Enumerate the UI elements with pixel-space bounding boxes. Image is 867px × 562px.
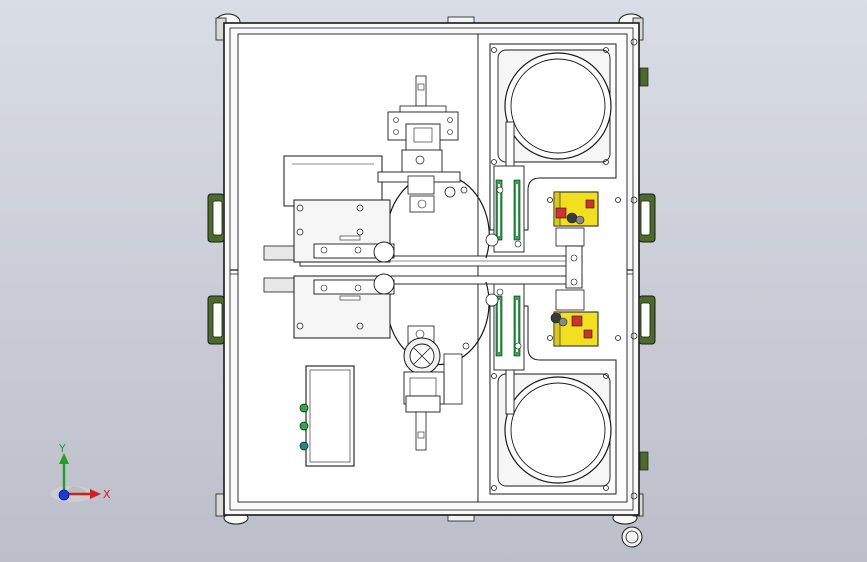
clamp-block-upper bbox=[293, 199, 395, 263]
handle-left-upper[interactable] bbox=[207, 193, 225, 243]
clamp-block-lower bbox=[293, 273, 395, 339]
top-mount-tab bbox=[447, 16, 475, 24]
guide-rail-top bbox=[493, 121, 525, 253]
start-button[interactable] bbox=[299, 403, 309, 413]
photo-sensor-bottom bbox=[550, 289, 599, 347]
x-axis-arrowhead bbox=[90, 489, 101, 499]
motor-housing-upper bbox=[283, 155, 383, 207]
photo-sensor-top bbox=[553, 191, 599, 247]
left-work-panel bbox=[237, 33, 479, 503]
frame-bolts bbox=[630, 38, 638, 500]
handle-left-lower[interactable] bbox=[207, 295, 225, 345]
x-axis-label: X bbox=[103, 488, 111, 501]
handle-right-upper[interactable] bbox=[638, 193, 656, 243]
side-latch-bottom bbox=[639, 451, 649, 471]
axis-triad: Y X bbox=[50, 442, 111, 502]
z-axis-origin bbox=[58, 489, 70, 501]
handle-right-lower[interactable] bbox=[638, 295, 656, 345]
guide-rail-bottom bbox=[493, 283, 525, 415]
stop-button[interactable] bbox=[299, 441, 309, 451]
spool-plate-top bbox=[489, 43, 621, 231]
vertical-actuator-lower bbox=[403, 325, 470, 451]
run-button[interactable] bbox=[299, 421, 309, 431]
side-latch-top bbox=[639, 67, 649, 87]
y-axis-label: Y bbox=[58, 442, 66, 455]
y-axis-arrowhead bbox=[59, 453, 69, 464]
vertical-actuator-upper bbox=[377, 75, 468, 213]
frame-inner-edge bbox=[229, 27, 634, 511]
control-box bbox=[305, 365, 355, 467]
bottom-mount-tab bbox=[447, 514, 475, 522]
